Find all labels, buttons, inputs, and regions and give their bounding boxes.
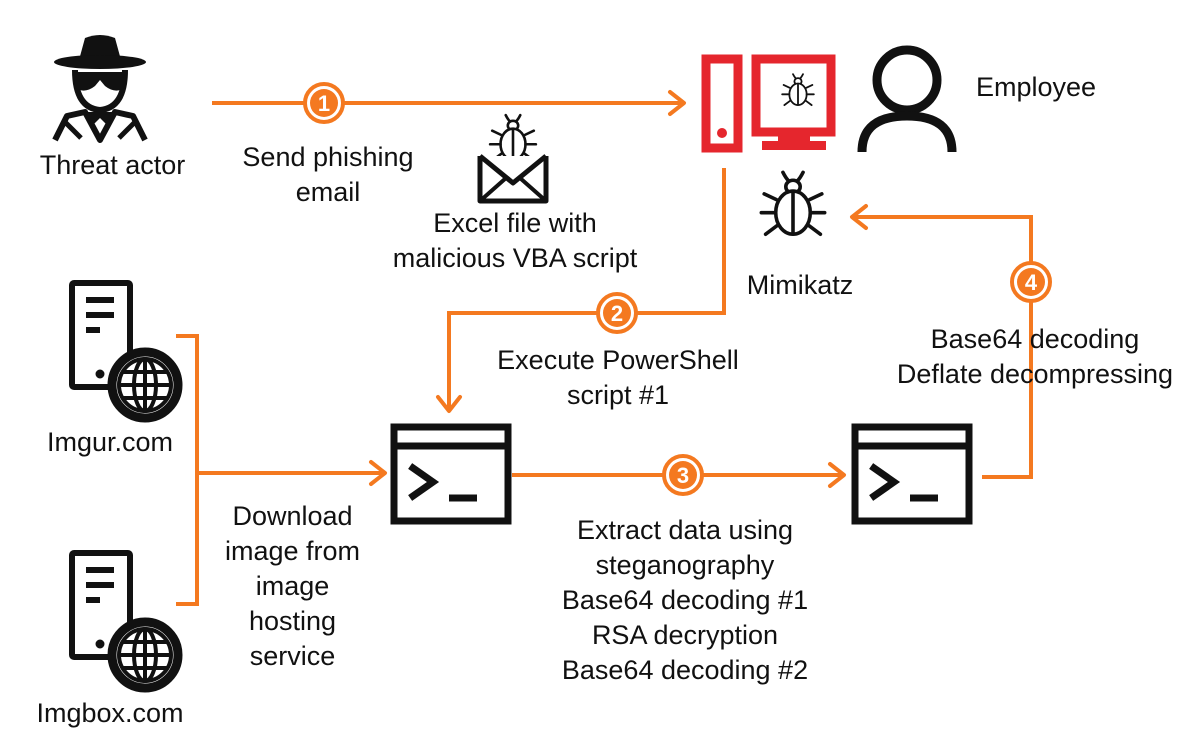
mimikatz-label: Mimikatz <box>746 270 854 300</box>
step-3-label-line-1: Extract data using <box>576 515 794 545</box>
step-1-arrowhead <box>668 90 686 116</box>
step-2-connector <box>447 168 726 410</box>
step-badge-4: 4 <box>1010 261 1052 303</box>
connectors <box>176 90 1033 606</box>
download-label-line-1: Download <box>232 501 353 531</box>
step-2-label: Execute PowerShell script #1 <box>468 343 768 413</box>
step-1-label-line-2: email <box>295 177 361 207</box>
download-arrowhead <box>369 460 387 486</box>
step-3-label-line-3: Base64 decoding #1 <box>561 585 809 615</box>
download-label-line-2: image from <box>224 536 361 566</box>
computer-bug-icon <box>781 73 815 107</box>
step-badge-3: 3 <box>662 454 704 496</box>
step-1-label: Send phishing email <box>228 140 428 210</box>
email-label-line-1: Excel file with <box>433 208 597 238</box>
terminal-icon-1 <box>394 427 508 521</box>
imgbox-server-icon <box>72 553 178 688</box>
step-badge-1: 1 <box>303 82 345 124</box>
download-label-line-5: service <box>249 641 336 671</box>
imgur-label: Imgur.com <box>46 427 174 457</box>
imgur-connector <box>176 334 199 606</box>
step-3-arrowhead <box>828 462 846 488</box>
infected-computer-icon <box>701 54 836 153</box>
download-label: Download image from image hosting servic… <box>210 499 375 674</box>
step-4-label-line-1: Base64 decoding <box>930 324 1140 354</box>
imgur-server-icon <box>72 283 178 418</box>
step-1-label-line-1: Send phishing <box>242 142 414 172</box>
step-3-label: Extract data using steganography Base64 … <box>530 513 840 688</box>
person-icon <box>857 45 957 153</box>
terminal-icon-2 <box>855 427 969 521</box>
svg-text:2: 2 <box>611 301 623 326</box>
step-2-label-line-2: script #1 <box>566 380 670 410</box>
step-3-label-line-2: steganography <box>595 550 775 580</box>
imgbox-label: Imgbox.com <box>36 698 184 728</box>
step-2-arrowhead <box>436 395 462 413</box>
threat-actor-label: Threat actor <box>39 150 186 180</box>
infected-email-icon <box>477 113 549 204</box>
email-label-line-2: malicious VBA script <box>392 243 638 273</box>
svg-text:3: 3 <box>677 463 689 488</box>
svg-text:1: 1 <box>318 91 330 116</box>
email-label: Excel file with malicious VBA script <box>360 206 670 276</box>
svg-text:4: 4 <box>1025 270 1038 295</box>
spy-icon <box>52 35 148 143</box>
employee-label: Employee <box>975 72 1097 102</box>
download-label-line-3: image <box>255 571 330 601</box>
download-label-line-4: hosting <box>248 606 337 636</box>
step-3-label-line-4: RSA decryption <box>591 620 779 650</box>
step-4-connector <box>853 215 1033 479</box>
step-3-label-line-5: Base64 decoding #2 <box>561 655 809 685</box>
step-4-arrowhead <box>850 204 868 230</box>
step-4-label: Base64 decoding Deflate decompressing <box>875 322 1195 392</box>
step-4-label-line-2: Deflate decompressing <box>896 359 1174 389</box>
step-2-label-line-1: Execute PowerShell <box>497 345 739 375</box>
bug-icon <box>759 170 827 237</box>
step-badge-2: 2 <box>596 292 638 334</box>
